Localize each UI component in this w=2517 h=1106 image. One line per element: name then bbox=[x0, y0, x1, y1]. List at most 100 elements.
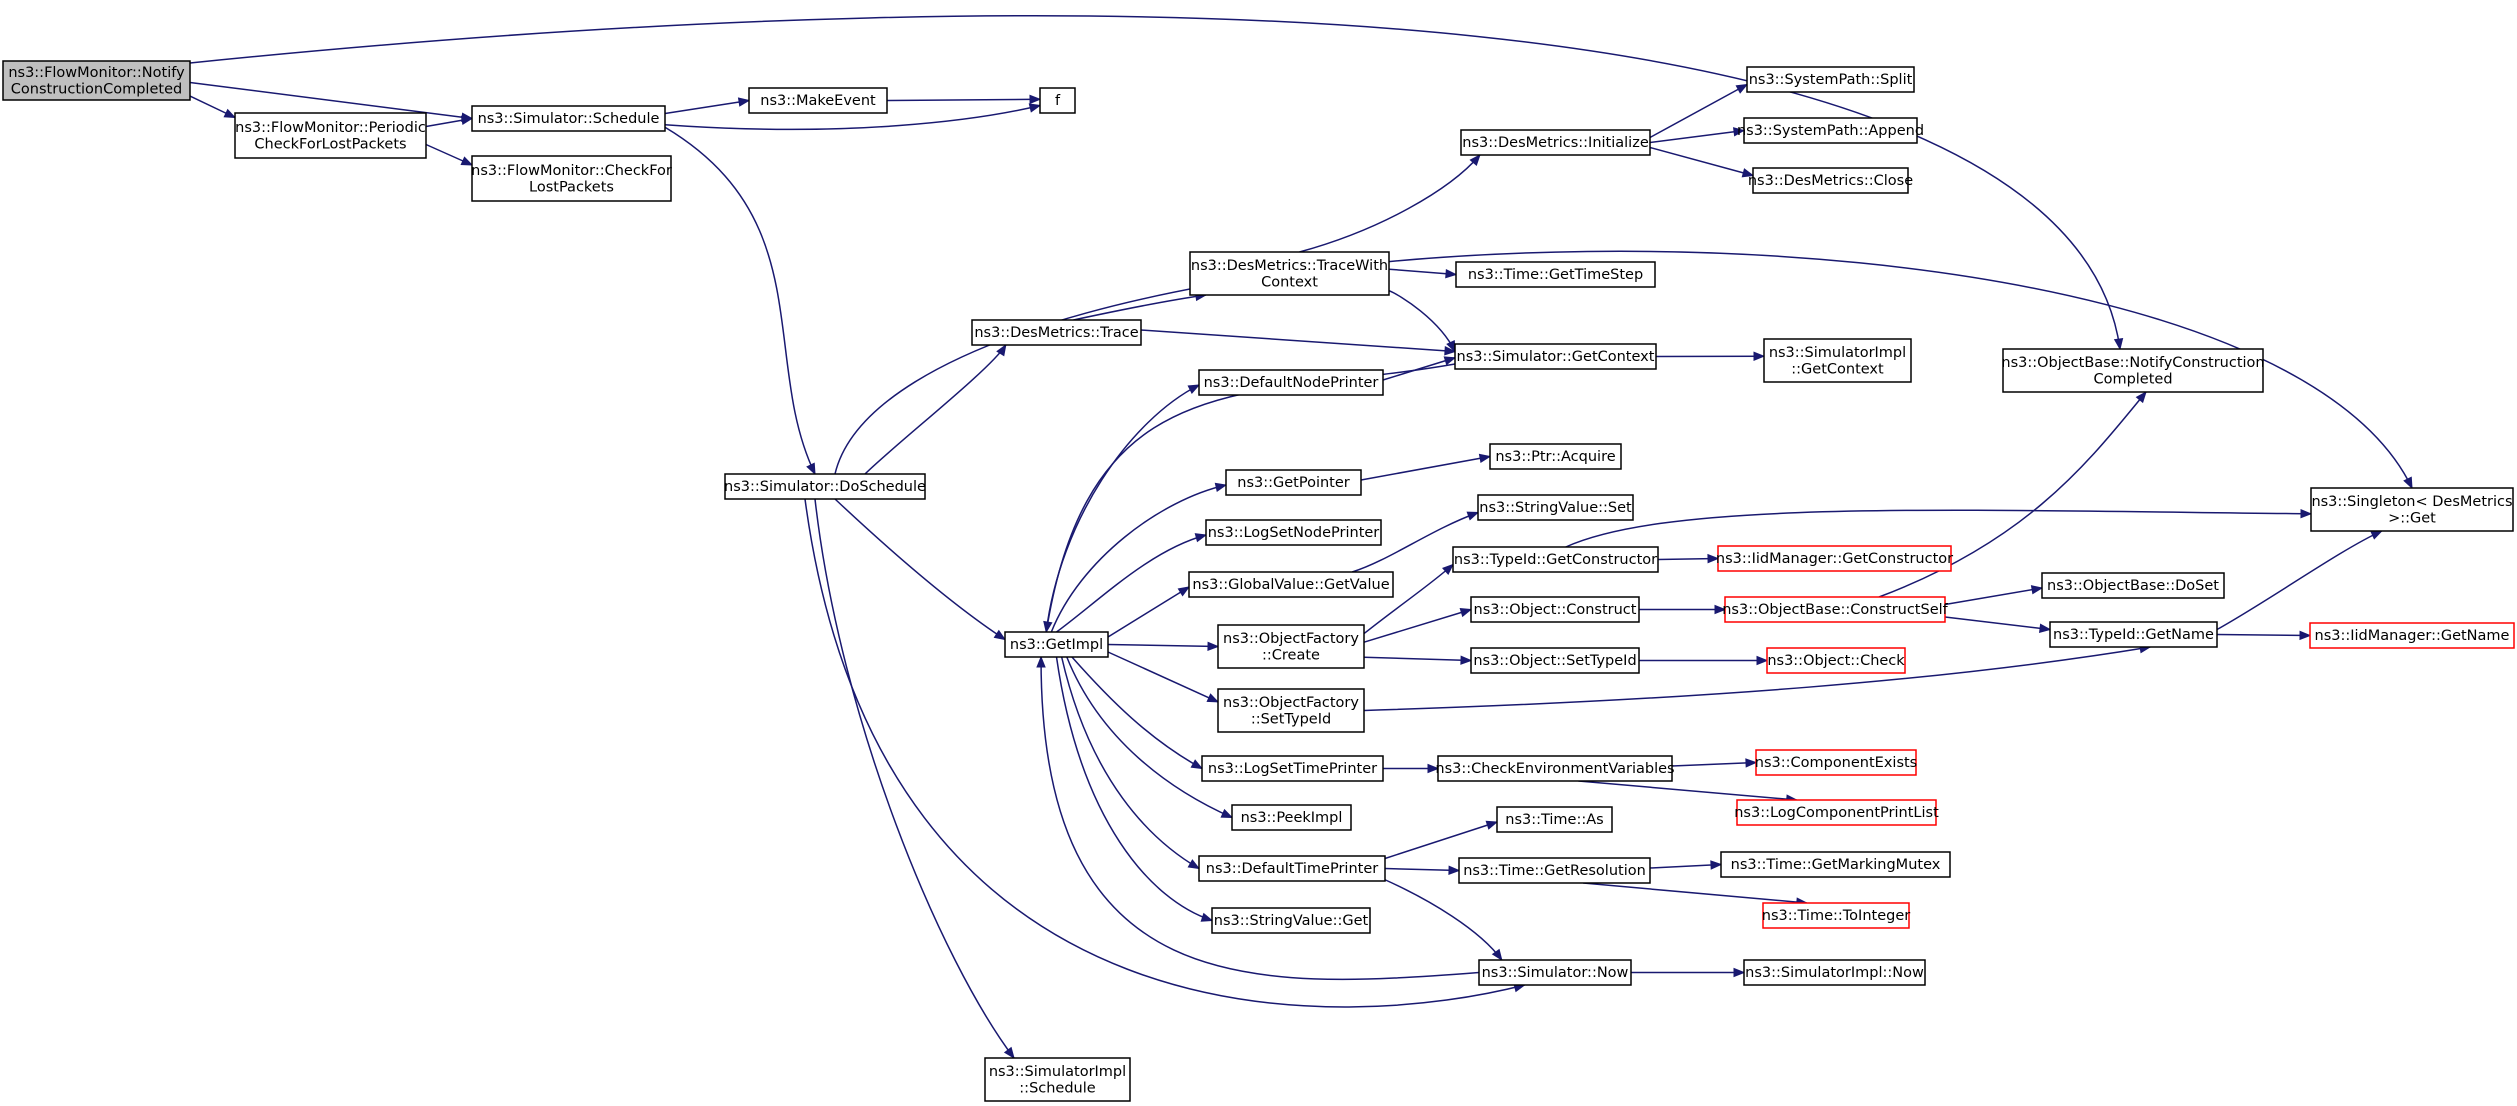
function-node[interactable]: ns3::GetPointer bbox=[1225, 469, 1362, 496]
function-node-box[interactable] bbox=[1454, 343, 1657, 370]
function-node-box[interactable] bbox=[1496, 806, 1613, 833]
function-node-box[interactable] bbox=[1743, 117, 1918, 144]
function-node[interactable]: ns3::GetImpl bbox=[1004, 631, 1109, 658]
function-node[interactable]: ns3::Time::ToInteger bbox=[1762, 902, 1910, 929]
function-node-box[interactable] bbox=[1217, 688, 1365, 733]
function-node-box[interactable] bbox=[971, 319, 1142, 346]
function-node-box[interactable] bbox=[2309, 622, 2515, 649]
function-node-box[interactable] bbox=[984, 1057, 1131, 1102]
function-node-box[interactable] bbox=[1225, 469, 1362, 496]
function-node[interactable]: f bbox=[1039, 87, 1076, 114]
function-node-box[interactable] bbox=[1763, 338, 1912, 383]
function-node-box[interactable] bbox=[1198, 855, 1386, 882]
function-node-box[interactable] bbox=[1458, 857, 1651, 884]
function-node-box[interactable] bbox=[724, 473, 926, 500]
function-node-box[interactable] bbox=[1198, 369, 1384, 396]
function-node[interactable]: ns3::Singleton< DesMetrics >::Get bbox=[2310, 487, 2514, 532]
function-node[interactable]: ns3::ObjectBase::NotifyConstructionCompl… bbox=[2001, 348, 2265, 393]
function-node-box[interactable] bbox=[1752, 167, 1909, 194]
function-node[interactable]: ns3::IidManager::GetConstructor bbox=[1716, 545, 1953, 572]
function-node-box[interactable] bbox=[2, 60, 191, 101]
function-node[interactable]: ns3::LogSetNodePrinter bbox=[1205, 519, 1382, 546]
function-node[interactable]: ns3::Time::GetResolution bbox=[1458, 857, 1651, 884]
function-node-box[interactable] bbox=[1724, 596, 1946, 623]
function-node[interactable]: ns3::Time::GetMarkingMutex bbox=[1720, 851, 1951, 878]
function-node[interactable]: ns3::SystemPath::Append bbox=[1737, 117, 1924, 144]
function-node-box[interactable] bbox=[2310, 487, 2514, 532]
function-node-box[interactable] bbox=[1717, 545, 1952, 572]
function-node-box[interactable] bbox=[1231, 804, 1352, 831]
function-node[interactable]: ns3::SimulatorImpl::Schedule bbox=[984, 1057, 1131, 1102]
function-node[interactable]: ns3::FlowMonitor::NotifyConstructionComp… bbox=[2, 60, 191, 101]
function-node-box[interactable] bbox=[1201, 755, 1384, 782]
function-node-box[interactable] bbox=[2049, 621, 2218, 648]
function-node[interactable]: ns3::LogSetTimePrinter bbox=[1201, 755, 1384, 782]
function-node[interactable]: ns3::CheckEnvironmentVariables bbox=[1435, 755, 1675, 782]
function-node[interactable]: ns3::Simulator::GetContext bbox=[1454, 343, 1657, 370]
function-node-box[interactable] bbox=[1477, 494, 1634, 521]
function-node-box[interactable] bbox=[1460, 129, 1651, 156]
function-node[interactable]: ns3::ObjectBase::ConstructSelf bbox=[1722, 596, 1949, 623]
function-node-box[interactable] bbox=[1470, 596, 1640, 623]
function-node[interactable]: ns3::Simulator::Now bbox=[1478, 959, 1632, 986]
function-node[interactable]: ns3::MakeEvent bbox=[748, 87, 888, 114]
function-node-box[interactable] bbox=[1189, 251, 1390, 296]
function-node[interactable]: ns3::StringValue::Get bbox=[1211, 907, 1371, 934]
function-node[interactable]: ns3::PeekImpl bbox=[1231, 804, 1352, 831]
function-node[interactable]: ns3::FlowMonitor::CheckForLostPackets bbox=[471, 155, 672, 202]
function-node-box[interactable] bbox=[748, 87, 888, 114]
function-node[interactable]: ns3::IidManager::GetName bbox=[2309, 622, 2515, 649]
function-node-box[interactable] bbox=[471, 105, 666, 132]
function-node-box[interactable] bbox=[2041, 572, 2225, 599]
function-node[interactable]: ns3::FlowMonitor::PeriodicCheckForLostPa… bbox=[234, 112, 427, 159]
function-node[interactable]: ns3::SimulatorImpl::Now bbox=[1743, 959, 1926, 986]
function-node[interactable]: ns3::TypeId::GetName bbox=[2049, 621, 2218, 648]
function-node-box[interactable] bbox=[1720, 851, 1951, 878]
function-node[interactable]: ns3::LogComponentPrintList bbox=[1734, 799, 1939, 826]
function-node-box[interactable] bbox=[1455, 261, 1656, 288]
function-node-box[interactable] bbox=[1743, 959, 1926, 986]
function-node[interactable]: ns3::DesMetrics::Initialize bbox=[1460, 129, 1651, 156]
function-node-box[interactable] bbox=[1004, 631, 1109, 658]
function-node[interactable]: ns3::Object::SetTypeId bbox=[1470, 647, 1640, 674]
function-node[interactable]: ns3::StringValue::Set bbox=[1477, 494, 1634, 521]
function-node[interactable]: ns3::Time::GetTimeStep bbox=[1455, 261, 1656, 288]
function-node[interactable]: ns3::Object::Construct bbox=[1470, 596, 1640, 623]
function-node-box[interactable] bbox=[1211, 907, 1371, 934]
function-node-box[interactable] bbox=[1188, 571, 1394, 598]
function-node-box[interactable] bbox=[1039, 87, 1076, 114]
function-node[interactable]: ns3::Simulator::DoSchedule bbox=[724, 473, 926, 500]
function-node[interactable]: ns3::ObjectBase::DoSet bbox=[2041, 572, 2225, 599]
function-node[interactable]: ns3::GlobalValue::GetValue bbox=[1188, 571, 1394, 598]
function-node[interactable]: ns3::DefaultNodePrinter bbox=[1198, 369, 1384, 396]
function-node[interactable]: ns3::Ptr::Acquire bbox=[1489, 443, 1622, 470]
function-node-box[interactable] bbox=[234, 112, 427, 159]
function-node[interactable]: ns3::DesMetrics::Trace bbox=[971, 319, 1142, 346]
function-node-box[interactable] bbox=[2002, 348, 2264, 393]
function-node-box[interactable] bbox=[471, 155, 672, 202]
function-node[interactable]: ns3::ComponentExists bbox=[1755, 749, 1918, 776]
function-node[interactable]: ns3::TypeId::GetConstructor bbox=[1452, 546, 1659, 573]
function-node[interactable]: ns3::Time::As bbox=[1496, 806, 1613, 833]
function-node-box[interactable] bbox=[1205, 519, 1382, 546]
function-node[interactable]: ns3::DefaultTimePrinter bbox=[1198, 855, 1386, 882]
function-node-box[interactable] bbox=[1736, 799, 1937, 826]
function-node[interactable]: ns3::Object::Check bbox=[1766, 647, 1906, 674]
function-node-box[interactable] bbox=[1489, 443, 1622, 470]
function-node[interactable]: ns3::ObjectFactory::SetTypeId bbox=[1217, 688, 1365, 733]
function-node-box[interactable] bbox=[1217, 624, 1365, 669]
function-node-box[interactable] bbox=[1470, 647, 1640, 674]
function-node-box[interactable] bbox=[1437, 755, 1673, 782]
function-node-box[interactable] bbox=[1755, 749, 1917, 776]
function-node[interactable]: ns3::Simulator::Schedule bbox=[471, 105, 666, 132]
function-node[interactable]: ns3::SimulatorImpl::GetContext bbox=[1763, 338, 1912, 383]
function-node[interactable]: ns3::DesMetrics::Close bbox=[1748, 167, 1913, 194]
function-node-box[interactable] bbox=[1766, 647, 1906, 674]
function-node-box[interactable] bbox=[1762, 902, 1910, 929]
function-node[interactable]: ns3::SystemPath::Split bbox=[1746, 66, 1915, 93]
function-node-box[interactable] bbox=[1746, 66, 1915, 93]
function-node-box[interactable] bbox=[1452, 546, 1659, 573]
function-node-box[interactable] bbox=[1478, 959, 1632, 986]
function-node[interactable]: ns3::ObjectFactory::Create bbox=[1217, 624, 1365, 669]
